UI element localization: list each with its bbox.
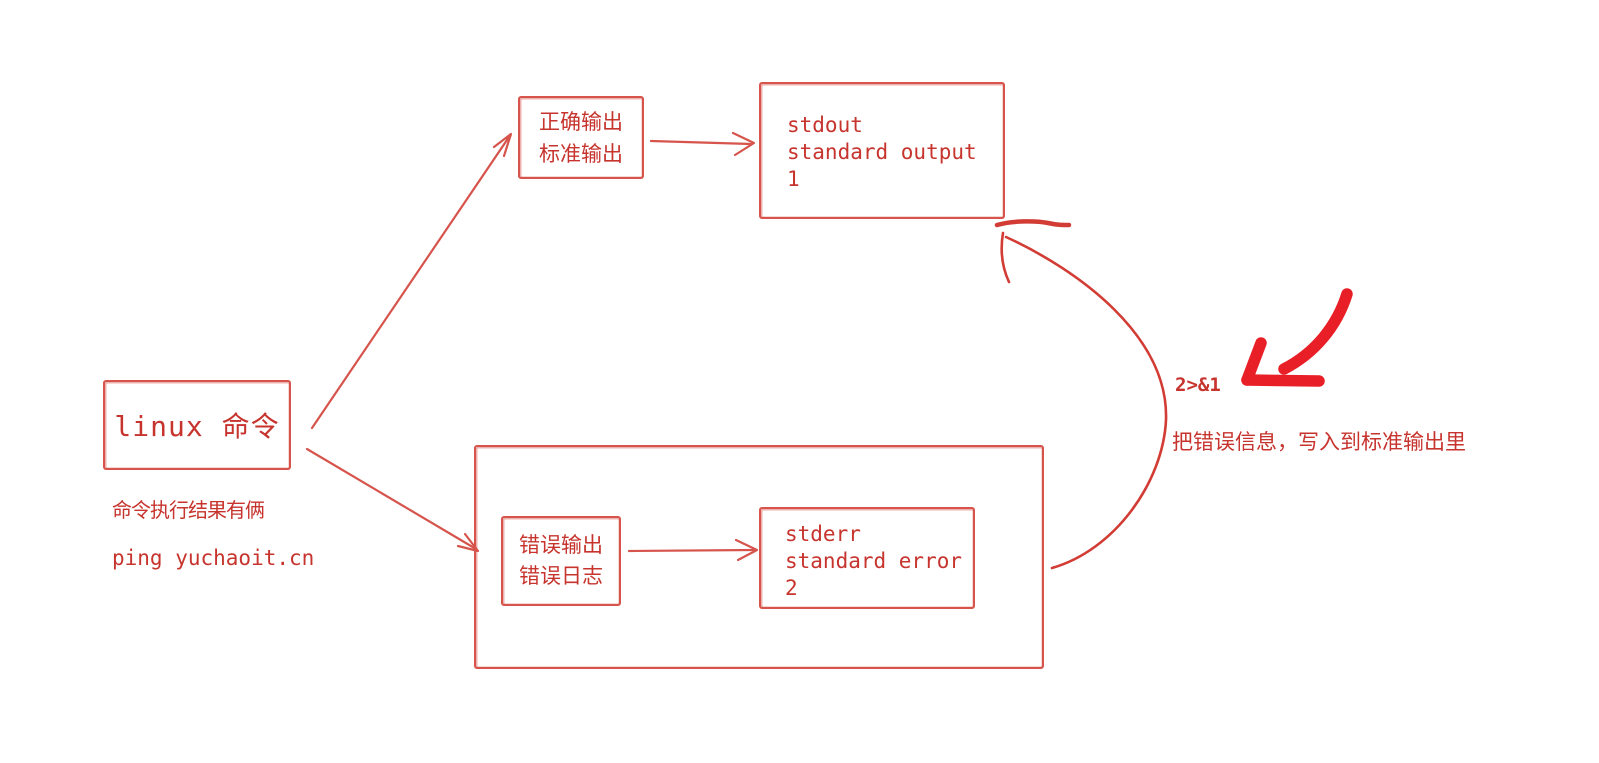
- arrow-linux-to-correct-output-head: [492, 132, 513, 158]
- marker-arrow-shaft: [1278, 288, 1353, 375]
- stderr-box-overstroke: [760, 508, 975, 609]
- stdout-underline-mark: [994, 219, 1072, 228]
- error-group-box-overstroke: [475, 446, 1044, 669]
- correct-output-box: [518, 96, 644, 179]
- arrow-linux-to-correct-output: [310, 135, 511, 430]
- correct-output-box-overstroke: [519, 97, 644, 179]
- arrow-correct-output-to-stdout: [649, 139, 753, 146]
- arrow-error-output-to-stderr: [627, 548, 756, 553]
- linux-command-box: [103, 380, 291, 470]
- arrow-error-output-to-stderr-head: [734, 538, 759, 562]
- linux-command-box-overstroke: [104, 381, 291, 470]
- error-output-box-overstroke: [502, 517, 621, 606]
- arrow-linux-to-error-group-head: [456, 532, 480, 553]
- curved-arrow-stderr-to-stdout-head: [1000, 231, 1011, 284]
- stdout-box: [759, 82, 1005, 219]
- stderr-box: [759, 507, 975, 609]
- curved-arrow-stderr-to-stdout: [1004, 235, 1168, 570]
- stdout-box-overstroke: [760, 83, 1005, 219]
- error-group-box: [474, 445, 1044, 669]
- marker-arrow-head-wing-upper: [1241, 337, 1267, 386]
- arrow-linux-to-error-group: [305, 447, 478, 551]
- error-output-box: [501, 516, 621, 606]
- arrow-correct-output-to-stdout-head: [731, 131, 756, 157]
- marker-arrow-head-wing-lower: [1241, 374, 1325, 387]
- marker-arrow: [1241, 288, 1353, 387]
